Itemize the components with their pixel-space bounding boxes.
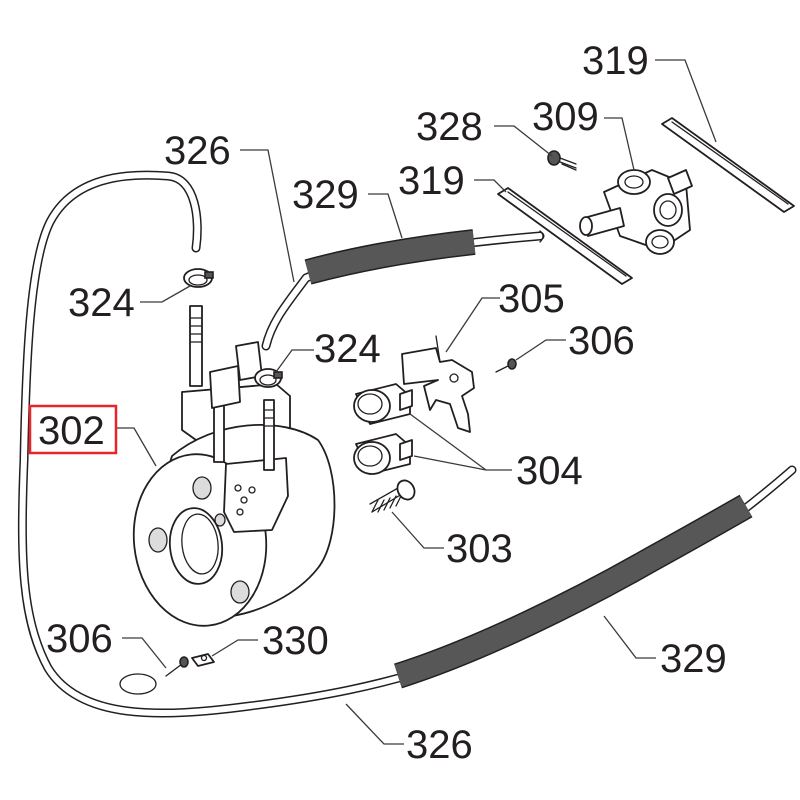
screw-306-bottom — [119, 656, 189, 695]
callout-labels: 319 309 328 326 329 319 324 305 324 306 … — [38, 39, 727, 767]
callout-306-right: 306 — [568, 319, 635, 363]
clamp-324-left — [183, 268, 214, 288]
callout-302: 302 — [38, 409, 105, 453]
callout-326-bottom: 326 — [406, 723, 473, 767]
bracket-305 — [401, 335, 475, 433]
thermostat-304-upper — [353, 383, 413, 425]
sleeve-329-top — [304, 229, 476, 285]
callout-324-left: 324 — [68, 281, 135, 325]
valve-block-309 — [579, 169, 693, 255]
leader-lines — [116, 59, 717, 745]
callout-303: 303 — [446, 527, 513, 571]
spring-screw-303 — [369, 479, 416, 513]
callout-319-middle: 319 — [398, 159, 465, 203]
callout-330: 330 — [262, 619, 329, 663]
callout-309: 309 — [532, 95, 599, 139]
callout-319-top: 319 — [582, 39, 649, 83]
sleeve-329-bottom — [394, 494, 753, 689]
cable-tie-319-top — [661, 117, 795, 213]
callout-324-middle: 324 — [314, 327, 381, 371]
screw-306-right — [495, 358, 517, 373]
callout-326-top: 326 — [164, 129, 231, 173]
highlight-box-302 — [28, 404, 118, 455]
callout-306-bottom: 306 — [46, 617, 113, 661]
callout-304: 304 — [516, 449, 583, 493]
callout-305: 305 — [498, 277, 565, 321]
boiler-302 — [132, 305, 336, 627]
callout-329-top: 329 — [292, 173, 359, 217]
clamp-324-middle — [254, 368, 283, 388]
screw-328 — [547, 150, 577, 171]
callout-328: 328 — [416, 105, 483, 149]
thermostat-304-lower — [353, 433, 413, 475]
callout-329-bottom: 329 — [660, 637, 727, 681]
washer-330 — [191, 653, 215, 667]
